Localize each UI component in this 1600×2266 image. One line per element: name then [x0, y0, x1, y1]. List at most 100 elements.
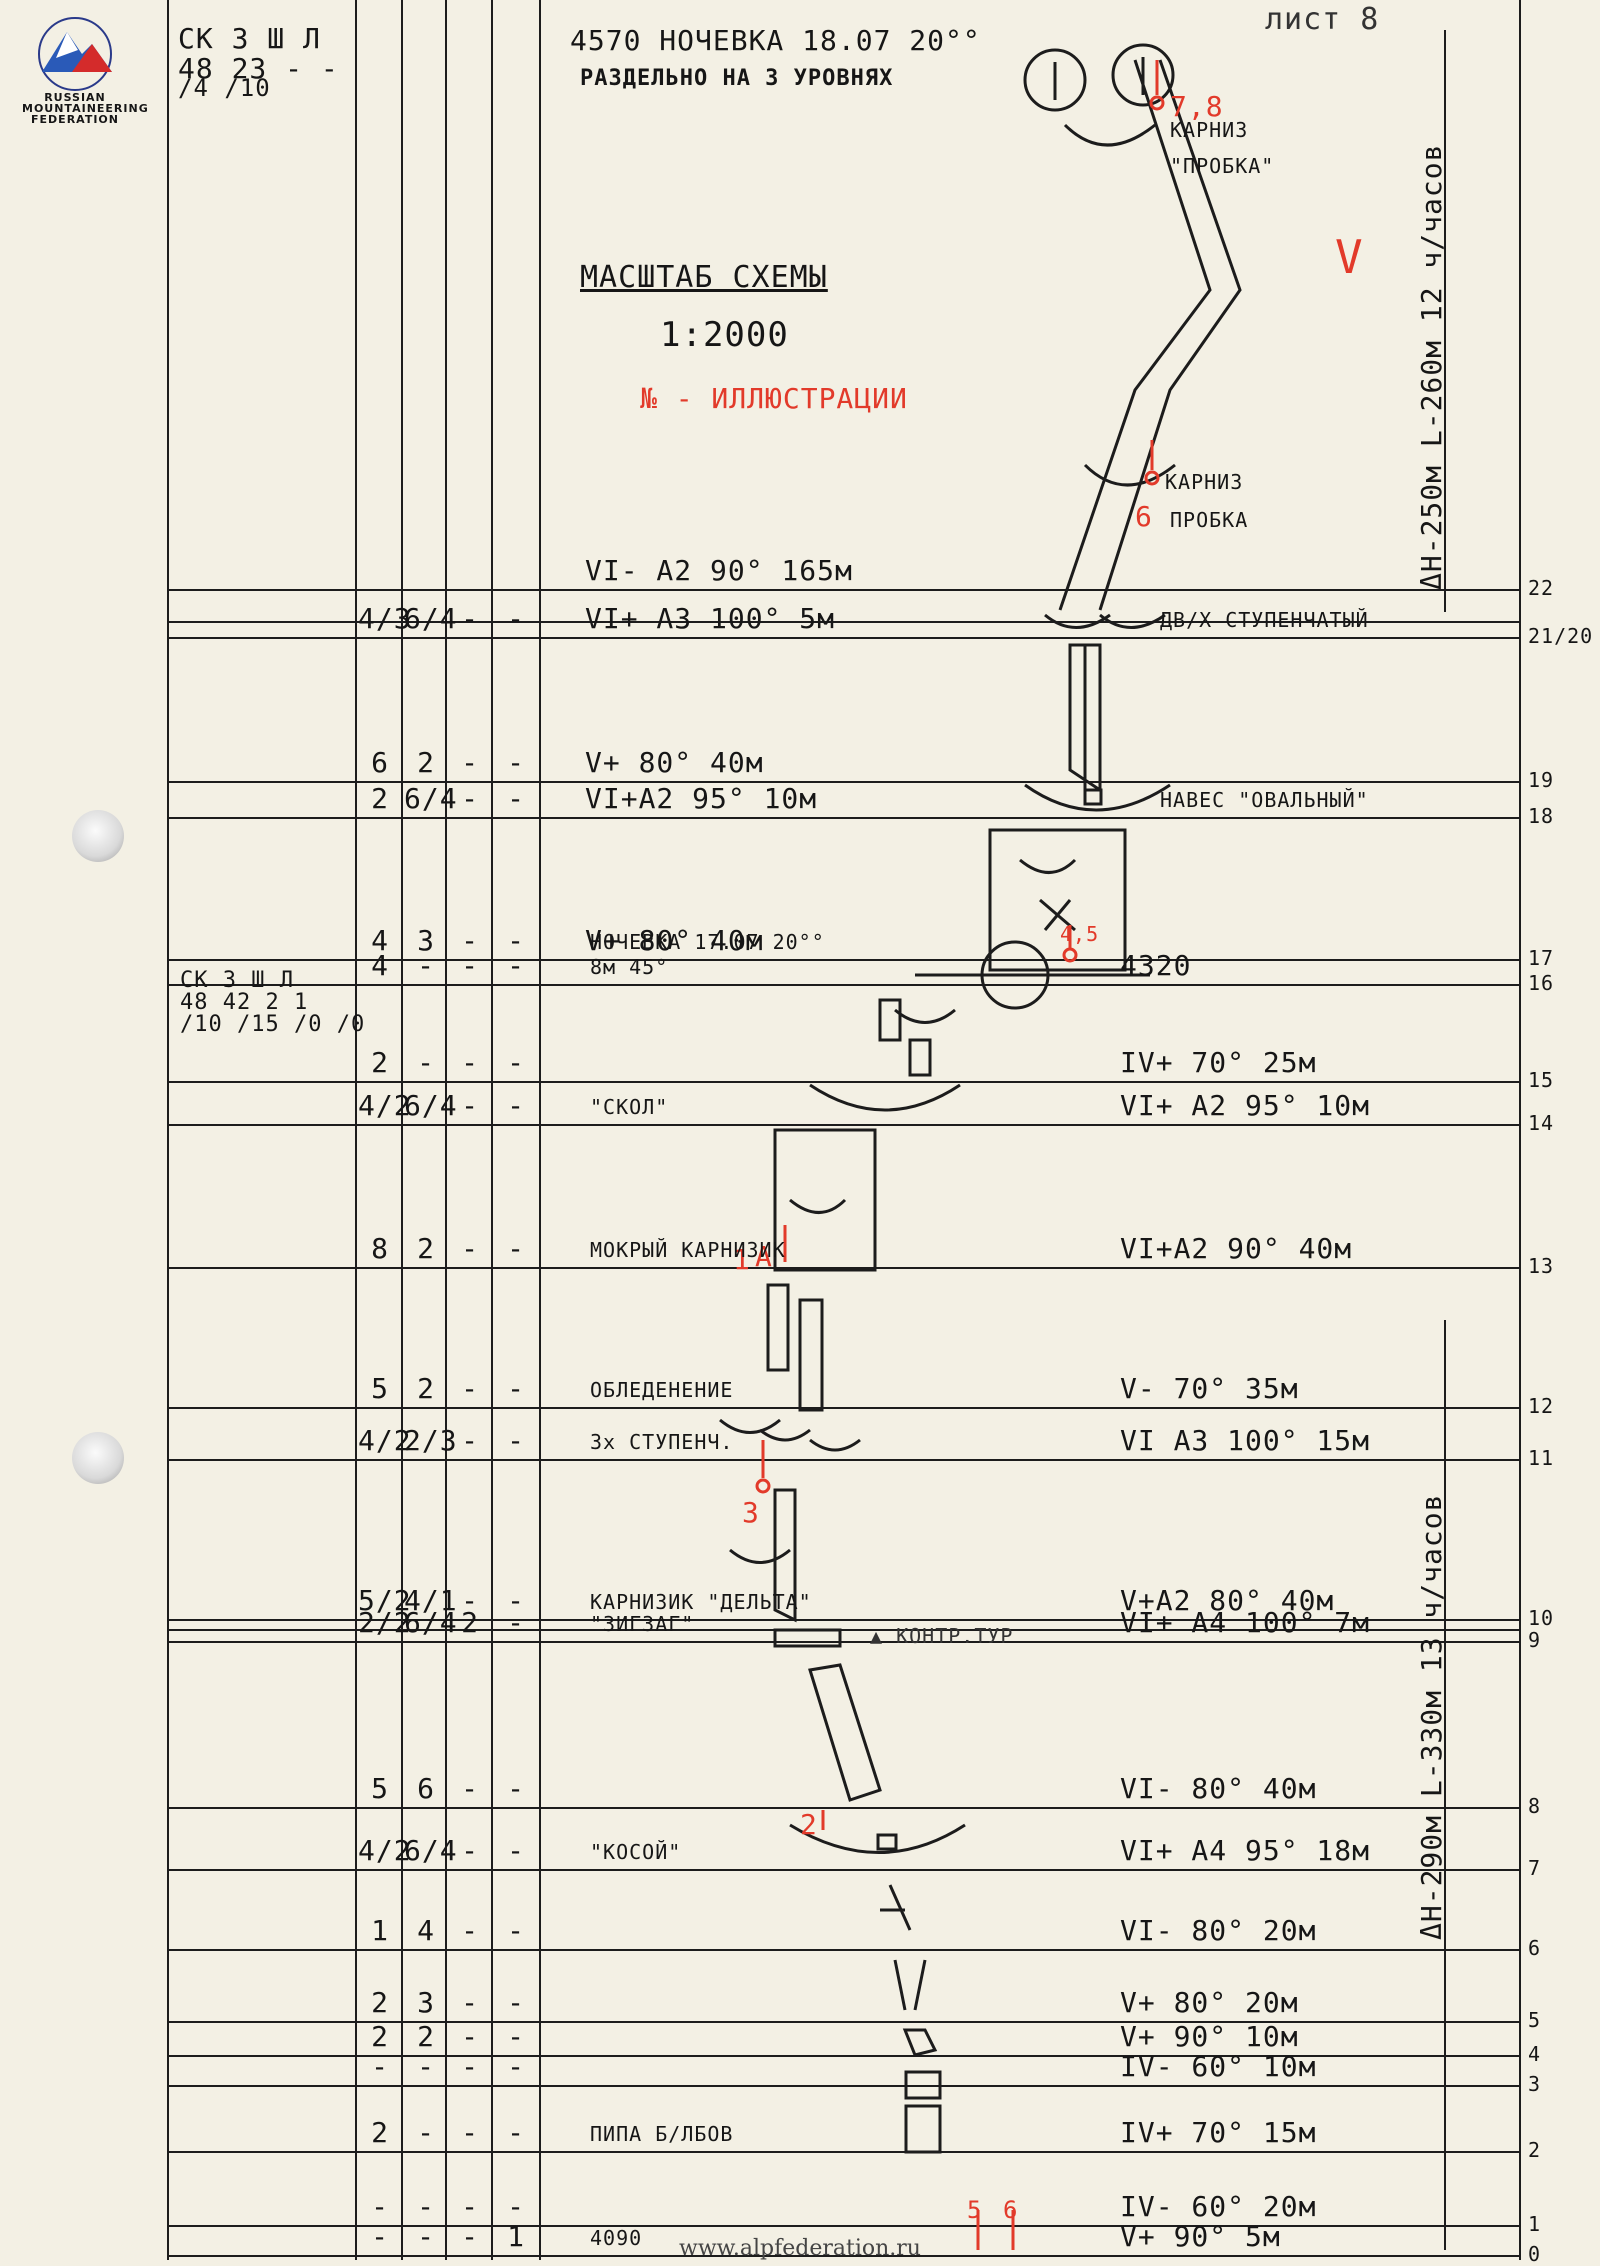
lower-section-summary: ΔH-290м L-330м 13 ч/часов	[1415, 1493, 1448, 1940]
photo-1a: A	[755, 1240, 773, 1273]
pitch-cell: -	[461, 1089, 479, 1122]
pitch-description: VI+A2 90° 40м	[1120, 1232, 1353, 1265]
pitch-cell: -	[371, 2190, 389, 2223]
pitch-number: 16	[1528, 971, 1555, 995]
category-fractions: /4 /10	[178, 74, 271, 102]
pitch-cell: -	[507, 949, 525, 982]
pitch-cell: -	[461, 2116, 479, 2149]
pitch-cell: -	[461, 1232, 479, 1265]
pitch-cell: 2	[371, 782, 389, 815]
pitch-number: 18	[1528, 804, 1555, 828]
pitch-cell: 4/2	[358, 1424, 412, 1457]
pitch-cell: 4/2	[358, 1089, 412, 1122]
mid-category-fractions: /10 /15 /0 /0	[180, 1012, 366, 1037]
scale-value: 1:2000	[660, 315, 789, 355]
pitch-number: 19	[1528, 768, 1555, 792]
pitch-description: VI- 80° 40м	[1120, 1772, 1317, 1805]
pitch-cell: 4	[371, 949, 389, 982]
punch-hole	[72, 1432, 124, 1484]
pitch-cell: -	[461, 1834, 479, 1867]
pitch-cell: 2	[371, 1046, 389, 1079]
photo-4-5: 4,5	[1060, 922, 1100, 946]
pitch-description: IV- 60° 20м	[1120, 2190, 1317, 2223]
pitch-cell: 4/2	[358, 1834, 412, 1867]
pitch-cell: -	[507, 602, 525, 635]
pitch-cell: 2	[417, 746, 435, 779]
category-values: 48 23 - -	[178, 52, 339, 85]
pitch-cell: 4/1	[404, 1584, 458, 1617]
pitch-cell: 6/4	[404, 602, 458, 635]
pitch-description: V+ 80° 40м	[585, 746, 764, 779]
pitch-cell: -	[461, 949, 479, 982]
pitch-cell: 5	[371, 1372, 389, 1405]
pitch-cell: -	[507, 1584, 525, 1617]
pitch-cell: -	[371, 2050, 389, 2083]
pitch-note: "СКОЛ"	[590, 1095, 669, 1119]
photo-1: 1	[733, 1243, 751, 1276]
pitch-description: IV+ 70° 15м	[1120, 2116, 1317, 2149]
upper-section-summary: ΔH-250м L-260м 12 ч/часов	[1415, 143, 1448, 590]
pitch-description: VI- A2 90° 165м	[585, 554, 853, 587]
photo-markers	[755, 60, 1165, 2250]
pitch-cell: -	[507, 746, 525, 779]
pitch-cell: -	[507, 1424, 525, 1457]
pitch-cell: -	[507, 1232, 525, 1265]
pitch-cell: -	[461, 2050, 479, 2083]
pitch-cell: -	[461, 782, 479, 815]
pitch-note: ОБЛЕДЕНЕНИЕ	[590, 1378, 734, 1402]
bivouac-sub: РАЗДЕЛЬНО НА 3 УРОВНЯХ	[580, 66, 894, 91]
pitch-cell: 4	[417, 1914, 435, 1947]
pitch-cell: -	[461, 746, 479, 779]
pitch-description: V+ 90° 5м	[1120, 2220, 1281, 2253]
pitch-cell: -	[507, 1986, 525, 2019]
pitch-number: 12	[1528, 1394, 1555, 1418]
pitch-description: VI+ A2 95° 10м	[1120, 1089, 1371, 1122]
footer-url: www.alpfederation.ru	[679, 2236, 921, 2261]
pitch-description: VI- 80° 20м	[1120, 1914, 1317, 1947]
pitch-number: 13	[1528, 1254, 1555, 1278]
pitch-number: 5	[1528, 2008, 1542, 2032]
pitch-cell: -	[461, 1986, 479, 2019]
plug-6: ПРОБКА	[1170, 508, 1249, 532]
pitch-cell: -	[461, 602, 479, 635]
pitch-note: 8м 45°	[590, 955, 669, 979]
pitch-cell: -	[371, 2220, 389, 2253]
pitch-description: V- 70° 35м	[1120, 1372, 1299, 1405]
pitch-number: 15	[1528, 1068, 1555, 1092]
category-header: СК З Ш Л	[178, 22, 321, 55]
pitch-cell: 8	[371, 1232, 389, 1265]
pitch-cell: 2	[371, 2020, 389, 2053]
punch-hole	[72, 810, 124, 862]
pitch-cell: -	[507, 2050, 525, 2083]
pitch-description: V+ 80° 40м	[585, 924, 764, 957]
federation-logo	[38, 17, 112, 91]
pitch-description: IV+ 70° 25м	[1120, 1046, 1317, 1079]
pitch-number: 2	[1528, 2138, 1542, 2162]
pitch-note: МОКРЫЙ КАРНИЗИК	[590, 1238, 786, 1262]
pitch-cell: -	[417, 2116, 435, 2149]
pitch-description: VI+A2 95° 10м	[585, 782, 818, 815]
pitch-cell: -	[417, 2220, 435, 2253]
pitch-cell: 3	[417, 1986, 435, 2019]
pitch-number: 1	[1528, 2212, 1542, 2236]
cornice-top: КАРНИЗ	[1170, 118, 1249, 142]
pitch-description: IV- 60° 10м	[1120, 2050, 1317, 2083]
mid-category-values: 48 42 2 1	[180, 990, 309, 1015]
pitch-description: V+A2 80° 40м	[1120, 1584, 1335, 1617]
pitch-number: 4	[1528, 2042, 1542, 2066]
pitch-number: 21/20	[1528, 624, 1594, 648]
pitch-cell: 3	[417, 924, 435, 957]
pitch-cell: -	[461, 2220, 479, 2253]
pitch-cell: -	[417, 1046, 435, 1079]
pitch-number: 17	[1528, 946, 1555, 970]
pitch-description: VI+ A4 95° 18м	[1120, 1834, 1371, 1867]
pitch-description: 4320	[1120, 949, 1192, 982]
pitch-cell: -	[461, 2190, 479, 2223]
pitch-note: "КОСОЙ"	[590, 1840, 682, 1864]
pitch-note: 4090	[590, 2226, 643, 2250]
pitch-cell: -	[461, 1772, 479, 1805]
pitch-cell: 2/3	[404, 1424, 458, 1457]
